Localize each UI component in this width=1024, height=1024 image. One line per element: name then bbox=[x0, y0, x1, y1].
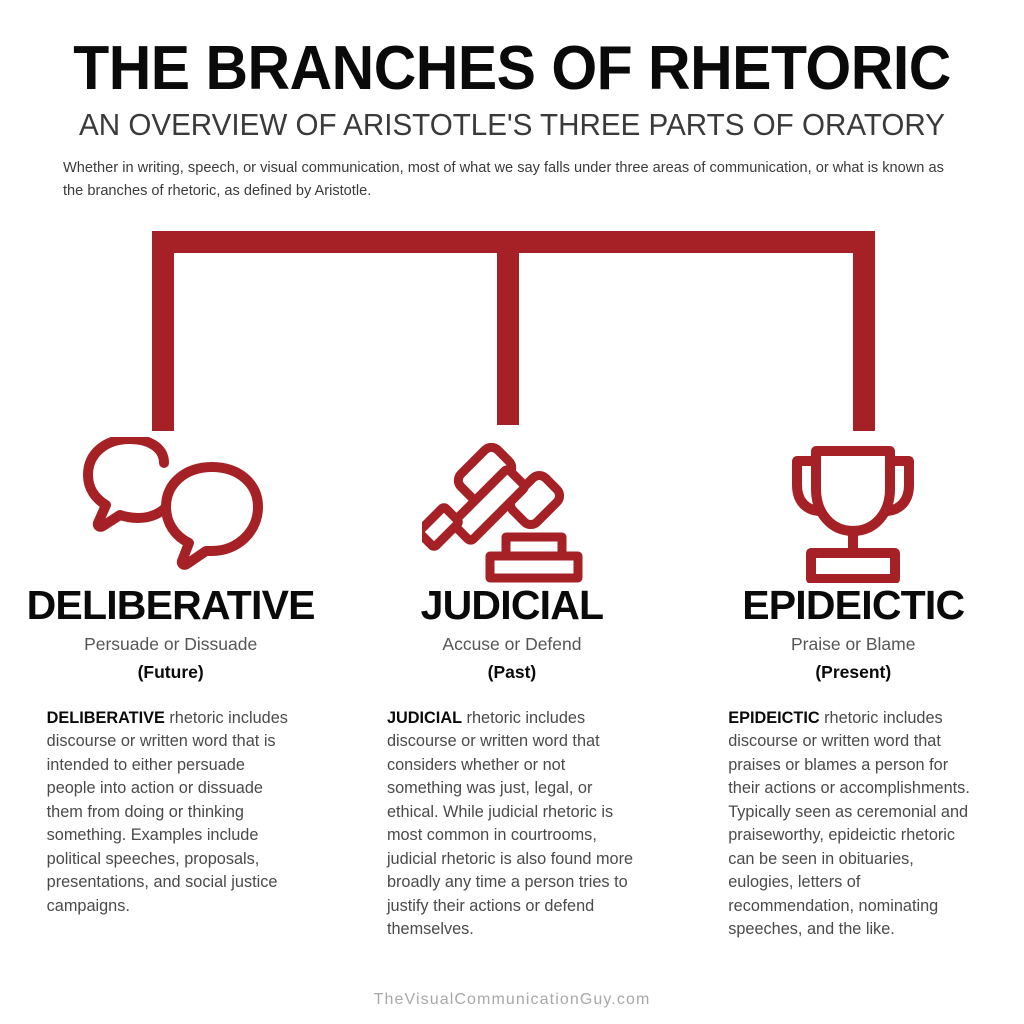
bracket-leg-left bbox=[152, 231, 174, 431]
trophy-icon bbox=[773, 437, 933, 583]
branch-description: EPIDEICTIC rhetoric includes discourse o… bbox=[728, 707, 978, 942]
page-header: THE BRANCHES OF RHETORIC AN OVERVIEW OF … bbox=[0, 0, 1024, 141]
branch-description-rest: rhetoric includes discourse or written w… bbox=[46, 709, 288, 915]
branch-description: JUDICIAL rhetoric includes discourse or … bbox=[387, 707, 637, 942]
branch-title: DELIBERATIVE bbox=[26, 582, 316, 628]
branch-description: DELIBERATIVE rhetoric includes discourse… bbox=[47, 707, 295, 918]
speech-bubbles-icon bbox=[76, 437, 266, 583]
branch-description-rest: rhetoric includes discourse or written w… bbox=[728, 709, 970, 939]
bracket-leg-center bbox=[497, 231, 519, 425]
bracket-leg-right bbox=[853, 231, 875, 431]
branch-tagline: Persuade or Dissuade bbox=[84, 634, 258, 654]
branch-title: EPIDEICTIC bbox=[742, 582, 965, 628]
branch-column-judicial: JUDICIAL Accuse or Defend (Past) JUDICIA… bbox=[341, 437, 682, 942]
branch-description-lead: JUDICIAL bbox=[386, 709, 463, 727]
gavel-icon bbox=[421, 437, 602, 583]
page-title: THE BRANCHES OF RHETORIC bbox=[73, 34, 951, 103]
branch-tagline: Praise or Blame bbox=[790, 634, 916, 654]
branch-connector-bracket bbox=[152, 231, 875, 431]
branch-column-deliberative: DELIBERATIVE Persuade or Dissuade (Futur… bbox=[0, 437, 341, 942]
branch-timeframe: (Future) bbox=[137, 661, 204, 682]
branch-description-lead: EPIDEICTIC bbox=[728, 709, 820, 727]
page-subtitle: AN OVERVIEW OF ARISTOTLE'S THREE PARTS O… bbox=[79, 108, 945, 142]
branch-description-lead: DELIBERATIVE bbox=[46, 709, 165, 727]
intro-paragraph: Whether in writing, speech, or visual co… bbox=[63, 160, 944, 199]
footer-credit: TheVisualCommunicationGuy.com bbox=[373, 991, 651, 1008]
branch-timeframe: (Past) bbox=[487, 661, 537, 682]
branch-title: JUDICIAL bbox=[420, 582, 604, 628]
branch-column-epideictic: EPIDEICTIC Praise or Blame (Present) EPI… bbox=[683, 437, 1024, 942]
branch-columns: DELIBERATIVE Persuade or Dissuade (Futur… bbox=[0, 437, 1024, 942]
branch-tagline: Accuse or Defend bbox=[442, 634, 582, 654]
branch-timeframe: (Present) bbox=[815, 661, 892, 682]
branch-description-rest: rhetoric includes discourse or written w… bbox=[386, 709, 634, 939]
